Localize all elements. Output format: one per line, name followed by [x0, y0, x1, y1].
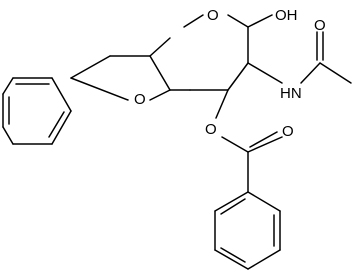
- acetamido-group: [247, 31, 352, 84]
- acetal-oxygen-label: O: [134, 91, 146, 108]
- hydroxyl-label: OH: [275, 7, 298, 24]
- amide-nh-label: HN: [280, 85, 302, 102]
- benzylidene-phenyl-ring: [2, 77, 72, 145]
- benzoate-group: [214, 89, 283, 270]
- ring-oxygen-label: O: [207, 7, 219, 24]
- dioxane-ring: [70, 37, 171, 101]
- amide-oxygen-label: O: [314, 17, 326, 34]
- carbonyl-oxygen-label: O: [282, 123, 294, 140]
- pyranose-ring: [169, 14, 273, 91]
- ester-oxygen-label: O: [205, 121, 217, 138]
